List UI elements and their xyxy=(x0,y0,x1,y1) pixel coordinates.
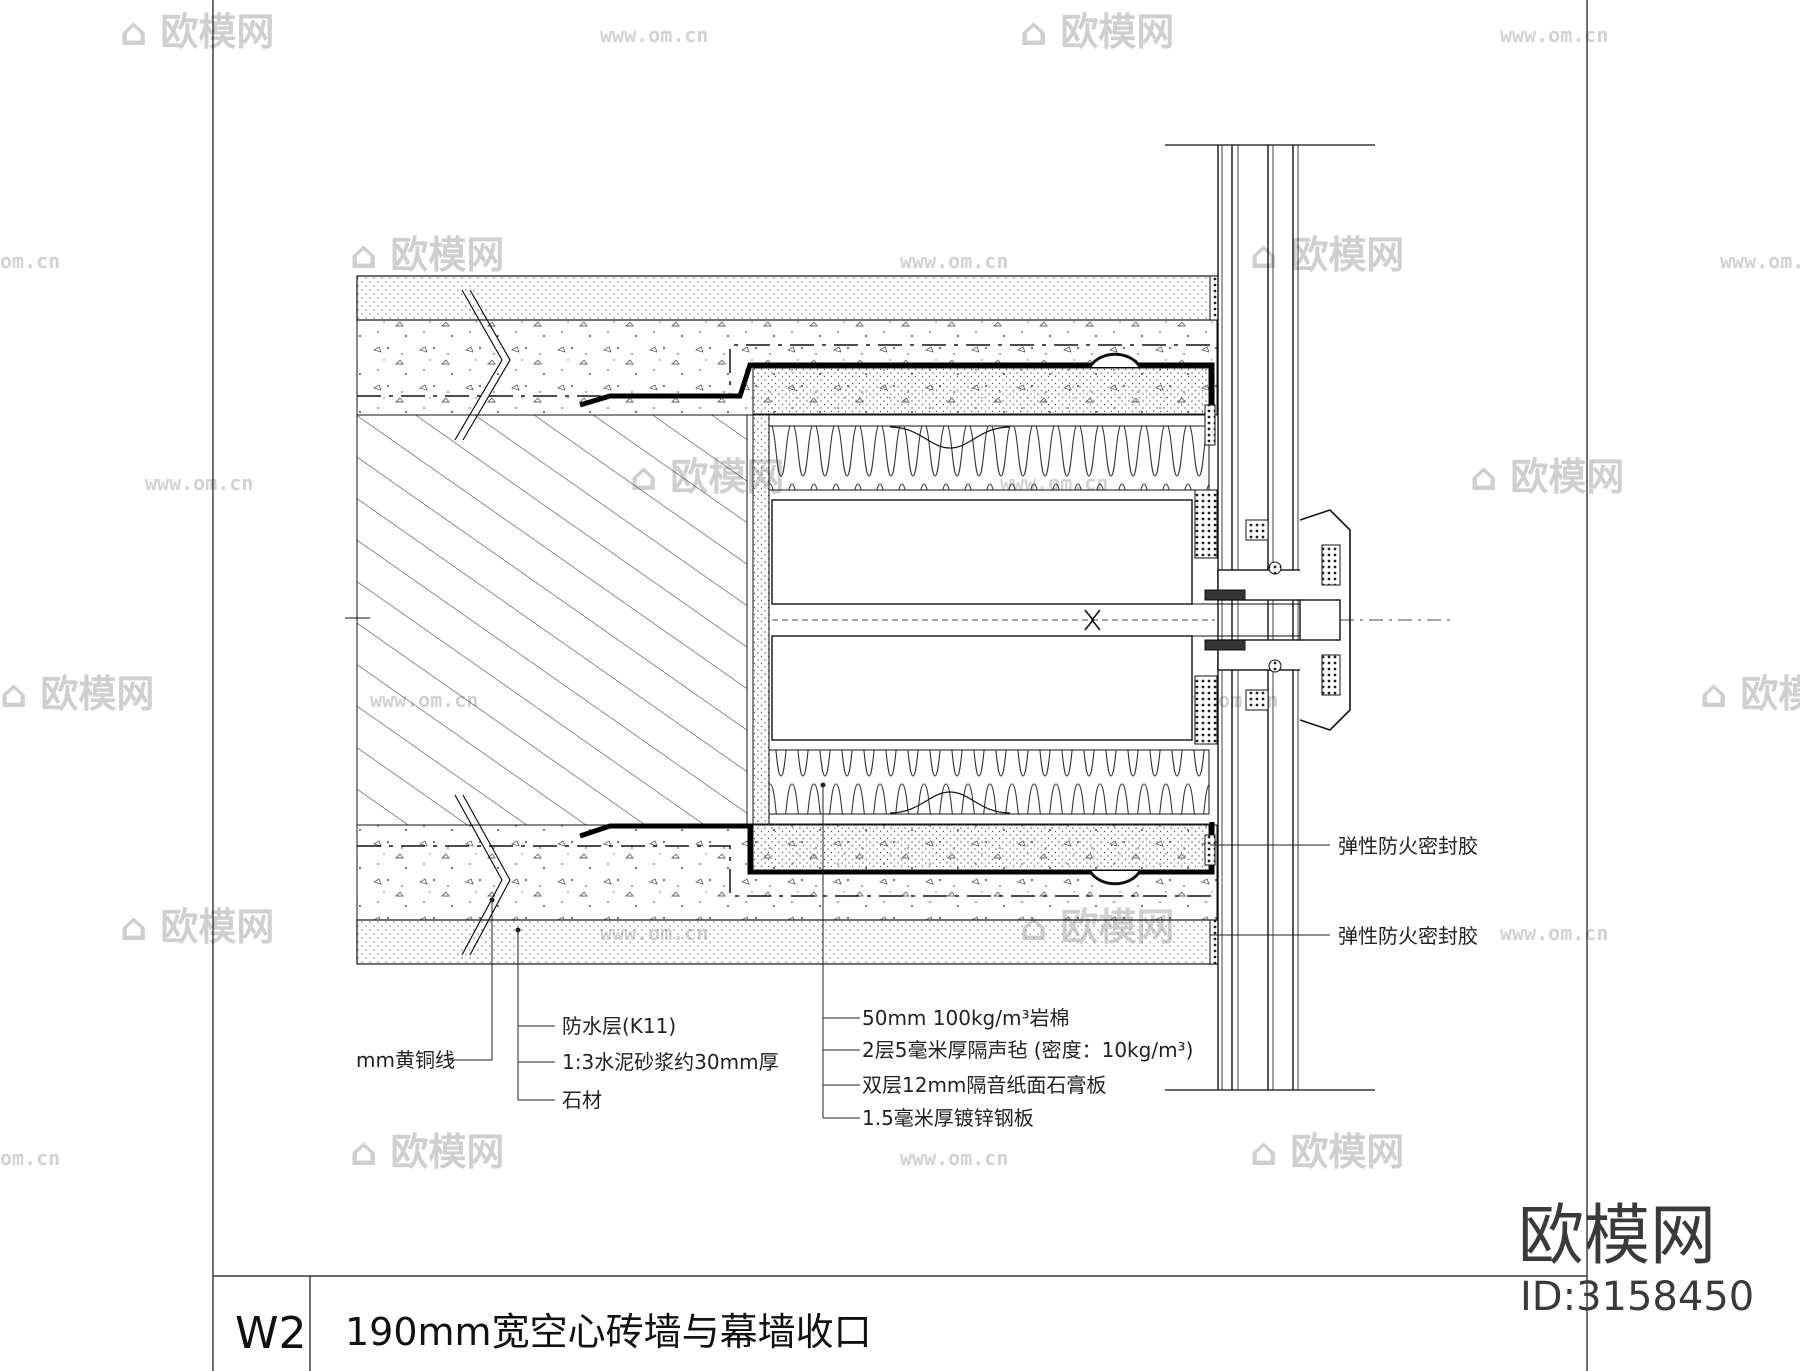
steel-plate-top xyxy=(579,362,1215,415)
stone-layer-bottom xyxy=(356,919,1218,965)
label-waterproof: 防水层(K11) xyxy=(562,1014,676,1038)
stone-layer-top xyxy=(356,275,1218,321)
hollow-brick-wall xyxy=(356,414,748,826)
label-sealant-upper: 弹性防火密封胶 xyxy=(1338,834,1478,858)
label-sealant-lower: 弹性防火密封胶 xyxy=(1338,924,1478,948)
brand-id: ID:3158450 xyxy=(1520,1274,1754,1320)
watermark-url: www.om.cn xyxy=(900,249,1008,273)
label-gypsum-board: 双层12mm隔音纸面石膏板 xyxy=(862,1073,1106,1097)
drawing-code: W2 xyxy=(235,1308,307,1359)
wall-section xyxy=(345,275,1300,965)
watermark-logo: ⌂ 欧模网 xyxy=(1020,10,1174,54)
label-stone: 石材 xyxy=(562,1088,602,1112)
waterproof-line-top xyxy=(357,344,1217,397)
watermark-logo: ⌂ 欧模网 xyxy=(1470,455,1624,499)
watermark-logo: ⌂ 欧模网 xyxy=(1250,1130,1404,1174)
watermark-logo: ⌂ 欧模网 xyxy=(120,905,274,949)
watermark-logo: ⌂ 欧模网 xyxy=(0,672,154,716)
watermark-url: www.om.cn xyxy=(145,471,253,495)
brand-name: 欧模网 xyxy=(1518,1197,1716,1274)
watermark-logo: ⌂ 欧模网 xyxy=(1250,233,1404,277)
sealant-bottom xyxy=(1204,834,1216,866)
rock-wool-bottom xyxy=(768,749,1210,815)
watermark-url: om.cn xyxy=(0,1146,60,1170)
brass-wire-bottom xyxy=(454,794,503,956)
material-labels: 弹性防火密封胶 弹性防火密封胶 50mm 100kg/m³岩棉 2层5毫米厚隔声… xyxy=(356,834,1478,1130)
watermark-logo: ⌂ 欧模网 xyxy=(350,1130,504,1174)
watermark-url: www.om.cn xyxy=(1720,249,1800,273)
watermark-url: www.om.cn xyxy=(1500,921,1608,945)
label-rock-wool: 50mm 100kg/m³岩棉 xyxy=(862,1006,1069,1030)
brand-mark: 欧模网 ID:3158450 xyxy=(1518,1197,1754,1320)
watermark-logo: ⌂ 欧模网 xyxy=(1700,672,1800,716)
rock-wool-top xyxy=(768,425,1210,491)
gypsum-board-side xyxy=(752,413,770,825)
joint-bump-top xyxy=(1088,352,1142,368)
curtain-wall xyxy=(1165,144,1450,1091)
sheet-frame xyxy=(212,0,1588,1371)
label-steel-plate: 1.5毫米厚镀锌钢板 xyxy=(862,1106,1034,1130)
brass-wire-top xyxy=(454,289,503,441)
sealant-top xyxy=(1204,404,1216,446)
gypsum-board-bottom xyxy=(752,823,1210,871)
label-brass-wire: mm黄铜线 xyxy=(356,1048,455,1072)
title-block: W2 190mm宽空心砖墙与幕墙收口 xyxy=(235,1308,872,1359)
curtain-frame-block-left xyxy=(1194,489,1218,559)
steel-stud-bottom xyxy=(771,635,1193,741)
waterproof-line-bottom xyxy=(357,845,1217,897)
joint-bump-bottom xyxy=(1088,870,1142,886)
steel-stud-top xyxy=(771,499,1193,605)
watermark-logo: ⌂ 欧模网 xyxy=(120,10,274,54)
watermark-url: www.om.cn xyxy=(1500,23,1608,47)
drawing-title: 190mm宽空心砖墙与幕墙收口 xyxy=(345,1310,872,1354)
leader-lines xyxy=(450,782,1330,1119)
watermark-url: www.om.cn xyxy=(600,23,708,47)
watermark-logo: ⌂ 欧模网 xyxy=(350,233,504,277)
watermark-url: www.om.cn xyxy=(900,1146,1008,1170)
label-mortar: 1:3水泥砂浆约30mm厚 xyxy=(562,1050,779,1074)
watermark-url: om.cn xyxy=(0,249,60,273)
label-acoustic-felt: 2层5毫米厚隔声毡 (密度：10kg/m³) xyxy=(862,1038,1193,1062)
gypsum-board-top xyxy=(752,367,1210,415)
